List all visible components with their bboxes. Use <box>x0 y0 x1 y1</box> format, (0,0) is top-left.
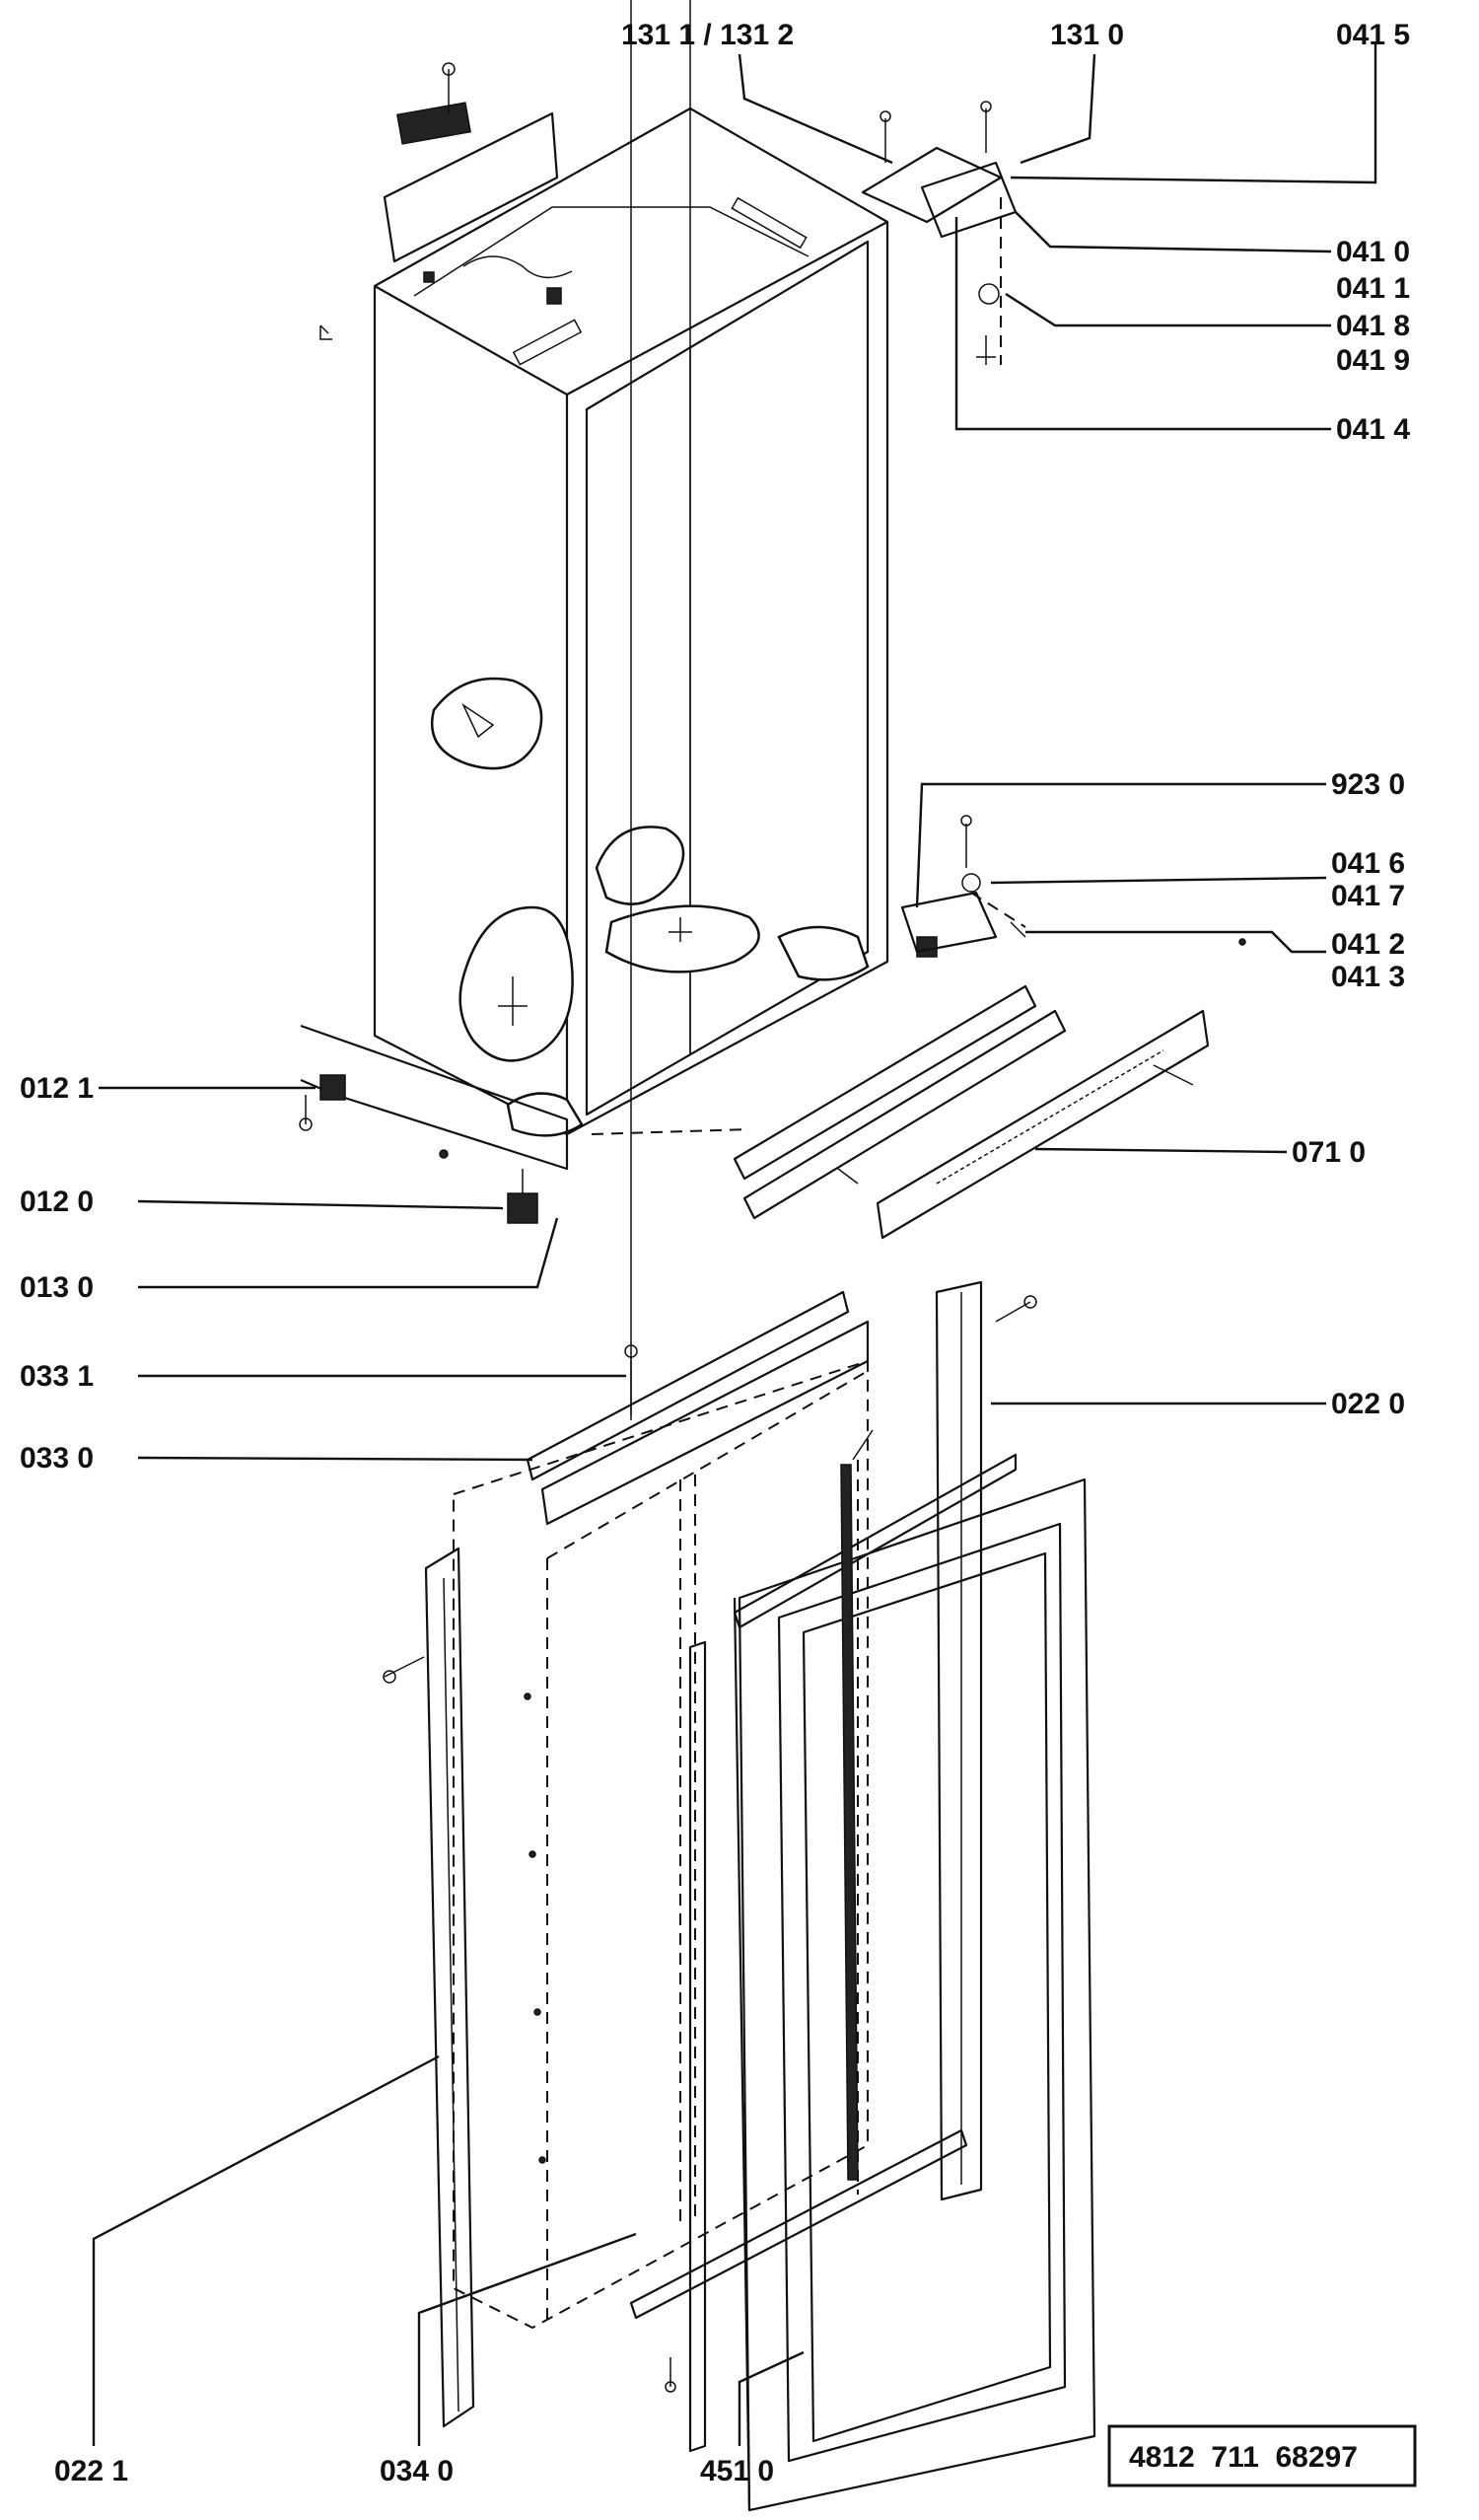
lower-hinge-bracket <box>900 815 1246 954</box>
label-041-6: 041 6 <box>1331 847 1405 880</box>
label-041-8: 041 8 <box>1336 310 1410 342</box>
label-041-4: 041 4 <box>1336 413 1410 446</box>
label-022-0: 022 0 <box>1331 1388 1405 1420</box>
top-hinge-assembly <box>861 101 1018 365</box>
label-451-0: 451 0 <box>700 2455 774 2487</box>
bottom-bracket-assembly <box>299 1024 750 1224</box>
label-041-9: 041 9 <box>1336 344 1410 377</box>
label-041-5: 041 5 <box>1336 19 1410 51</box>
leader-lines <box>92 44 1377 2446</box>
door-bottom-rail <box>629 2128 968 2320</box>
reference-code-box: 4812 711 68297 <box>1107 2424 1417 2487</box>
vent-grille <box>936 1049 1164 1185</box>
label-041-3: 041 3 <box>1331 961 1405 993</box>
label-033-1: 033 1 <box>20 1360 94 1393</box>
reference-code: 4812 711 68297 <box>1129 2441 1358 2474</box>
part-labels: 131 1 / 131 2 131 0 041 5 041 0 041 1 04… <box>20 19 1410 2487</box>
label-041-7: 041 7 <box>1331 880 1405 912</box>
door-side-trim-right <box>935 1280 1037 2201</box>
label-041-1: 041 1 <box>1336 272 1410 305</box>
label-131-1-131-2: 131 1 / 131 2 <box>621 19 794 51</box>
door-panel <box>453 0 870 2330</box>
label-034-0: 034 0 <box>380 2455 454 2487</box>
label-022-1: 022 1 <box>54 2455 128 2487</box>
label-041-0: 041 0 <box>1336 236 1410 268</box>
label-012-1: 012 1 <box>20 1072 94 1105</box>
door-center-strip <box>665 1640 707 2453</box>
base-rails-and-grille <box>733 936 1210 1240</box>
label-033-0: 033 0 <box>20 1442 94 1475</box>
label-041-2: 041 2 <box>1331 928 1405 961</box>
label-923-0: 923 0 <box>1331 768 1405 801</box>
door-side-trim-left <box>383 1547 475 2428</box>
label-013-0: 013 0 <box>20 1271 94 1304</box>
label-131-0: 131 0 <box>1050 19 1124 51</box>
door-gasket-frame <box>733 1429 1096 2512</box>
label-012-0: 012 0 <box>20 1186 94 1218</box>
cabinet-body <box>319 0 889 1136</box>
label-071-0: 071 0 <box>1292 1136 1366 1169</box>
foam-patches <box>431 677 870 1137</box>
